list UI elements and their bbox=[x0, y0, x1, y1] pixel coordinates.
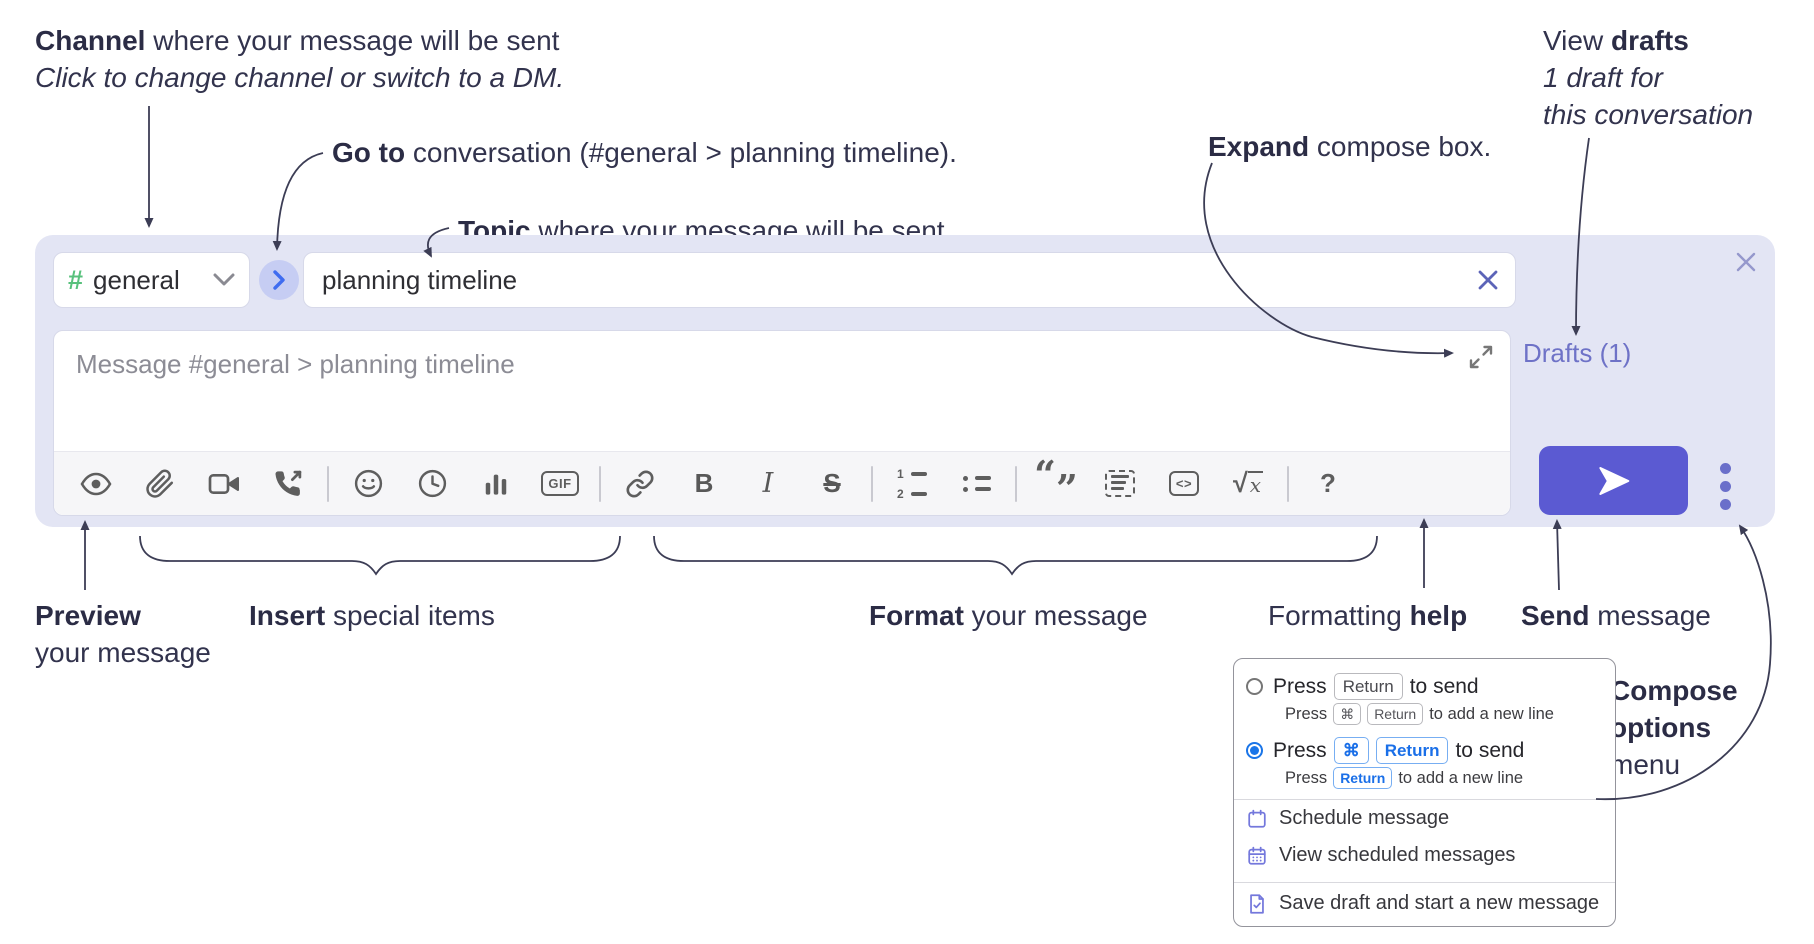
link-button[interactable] bbox=[619, 462, 661, 506]
smiley-icon bbox=[354, 469, 382, 498]
add-video-call-button[interactable] bbox=[203, 462, 245, 506]
key-return: Return bbox=[1375, 737, 1449, 764]
quote-icon: “” bbox=[1034, 452, 1078, 511]
add-poll-button[interactable] bbox=[475, 462, 517, 506]
key-return: Return bbox=[1333, 767, 1393, 789]
document-check-icon bbox=[1250, 893, 1264, 914]
channel-name: general bbox=[93, 264, 180, 295]
bold-button[interactable]: B bbox=[683, 462, 725, 506]
key-cmd: ⌘ bbox=[1333, 703, 1362, 725]
attach-file-button[interactable] bbox=[139, 462, 181, 506]
formatting-help-button[interactable]: ? bbox=[1307, 462, 1349, 506]
ellipsis-icon bbox=[1719, 480, 1731, 492]
italic-icon: I bbox=[762, 468, 774, 499]
clear-topic-button[interactable] bbox=[1474, 266, 1502, 294]
bold-icon: B bbox=[694, 468, 714, 498]
close-icon bbox=[1478, 270, 1498, 290]
send-icon bbox=[1598, 466, 1629, 495]
expand-compose-button[interactable] bbox=[1468, 344, 1494, 370]
calendar-days-icon bbox=[1248, 846, 1266, 865]
add-gif-button[interactable]: GIF bbox=[539, 462, 581, 506]
quote-button[interactable]: “” bbox=[1034, 452, 1078, 511]
topic-field-wrap bbox=[303, 252, 1516, 308]
eye-icon bbox=[80, 472, 112, 495]
annotation-format: Format your message bbox=[869, 600, 1148, 631]
bar-chart-icon bbox=[485, 474, 507, 495]
compose-options-menu: Press Return to send Press ⌘ Return to a… bbox=[1233, 658, 1617, 927]
toolbar-divider bbox=[327, 465, 329, 502]
chevron-right-icon bbox=[273, 270, 285, 290]
menu-option-return-to-send[interactable]: Press Return to send bbox=[1234, 671, 1615, 700]
drafts-link[interactable]: Drafts (1) bbox=[1523, 338, 1632, 368]
expand-icon bbox=[1469, 345, 1493, 369]
gif-icon: GIF bbox=[541, 471, 579, 496]
phone-outgoing-icon bbox=[275, 470, 302, 496]
menu-item-view-scheduled-messages[interactable]: View scheduled messages bbox=[1234, 837, 1615, 874]
bulleted-list-icon bbox=[961, 475, 991, 492]
chevron-down-icon bbox=[213, 273, 235, 286]
radio-selected-icon[interactable] bbox=[1246, 742, 1263, 759]
toolbar-divider bbox=[871, 465, 873, 502]
toolbar-divider bbox=[1287, 465, 1289, 502]
message-box: GIF B I S bbox=[53, 330, 1511, 516]
menu-item-save-draft[interactable]: Save draft and start a new message bbox=[1234, 883, 1615, 926]
annotation-goto: Go to conversation (#general > planning … bbox=[332, 137, 957, 168]
annotation-channel: Channel where your message will be sent … bbox=[35, 25, 565, 93]
numbered-list-button[interactable]: 1 2 bbox=[891, 462, 933, 506]
toolbar-divider bbox=[599, 465, 601, 502]
annotation-insert: Insert special items bbox=[249, 600, 495, 631]
ellipsis-icon bbox=[1719, 498, 1731, 510]
menu-option-cmd-return-to-send[interactable]: Press ⌘ Return to send bbox=[1234, 735, 1615, 764]
paperclip-icon bbox=[146, 469, 174, 498]
annotation-expand: Expand compose box. bbox=[1208, 131, 1492, 162]
add-voice-call-button[interactable] bbox=[267, 462, 309, 506]
close-icon bbox=[1736, 252, 1756, 272]
menu-item-schedule-message[interactable]: Schedule message bbox=[1234, 800, 1615, 837]
ellipsis-icon bbox=[1719, 462, 1731, 474]
code-icon: <> bbox=[1168, 471, 1200, 496]
strikethrough-icon: S bbox=[823, 468, 841, 498]
annotation-help: Formatting help bbox=[1268, 600, 1468, 631]
key-return: Return bbox=[1367, 703, 1424, 725]
compose-options-button[interactable] bbox=[1716, 459, 1734, 513]
numbered-list-icon: 1 2 bbox=[897, 467, 927, 501]
menu-divider bbox=[1234, 882, 1616, 883]
close-compose-button[interactable] bbox=[1731, 247, 1761, 277]
spoiler-button[interactable] bbox=[1099, 462, 1141, 506]
annotation-compose-options: Compose options menu bbox=[1610, 675, 1738, 780]
key-return: Return bbox=[1333, 673, 1403, 700]
spoiler-icon bbox=[1105, 470, 1135, 497]
strikethrough-button[interactable]: S bbox=[811, 462, 853, 506]
calendar-icon bbox=[1248, 809, 1266, 828]
math-button[interactable]: √x bbox=[1227, 462, 1269, 506]
compose-toolbar: GIF B I S bbox=[54, 451, 1510, 515]
send-button[interactable] bbox=[1539, 446, 1688, 515]
video-camera-icon bbox=[208, 473, 239, 494]
go-to-conversation-button[interactable] bbox=[259, 260, 299, 300]
preview-button[interactable] bbox=[75, 462, 117, 506]
code-button[interactable]: <> bbox=[1163, 462, 1205, 506]
topic-input[interactable] bbox=[303, 252, 1516, 308]
question-mark-icon: ? bbox=[1320, 468, 1336, 498]
clock-icon bbox=[418, 469, 446, 498]
add-emoji-button[interactable] bbox=[347, 462, 389, 506]
key-cmd: ⌘ bbox=[1333, 737, 1369, 764]
link-icon bbox=[626, 470, 654, 497]
compose-box: # general bbox=[35, 235, 1775, 527]
math-icon: √x bbox=[1232, 468, 1264, 498]
menu-option-subtext: Press ⌘ Return to add a new line bbox=[1285, 703, 1599, 725]
italic-button[interactable]: I bbox=[747, 462, 789, 506]
radio-unselected-icon[interactable] bbox=[1246, 678, 1263, 695]
channel-hash-icon: # bbox=[68, 264, 84, 295]
bulleted-list-button[interactable] bbox=[955, 462, 997, 506]
annotation-preview: Preview your message bbox=[35, 600, 211, 668]
channel-selector[interactable]: # general bbox=[53, 252, 250, 308]
menu-divider bbox=[1234, 799, 1616, 800]
message-input[interactable] bbox=[54, 331, 1510, 447]
annotation-view-drafts: View drafts 1 draft for this conversatio… bbox=[1543, 25, 1754, 130]
toolbar-divider bbox=[1015, 465, 1017, 502]
annotation-send: Send message bbox=[1521, 600, 1711, 631]
add-global-time-button[interactable] bbox=[411, 462, 453, 506]
menu-option-subtext: Press Return to add a new line bbox=[1285, 767, 1599, 789]
